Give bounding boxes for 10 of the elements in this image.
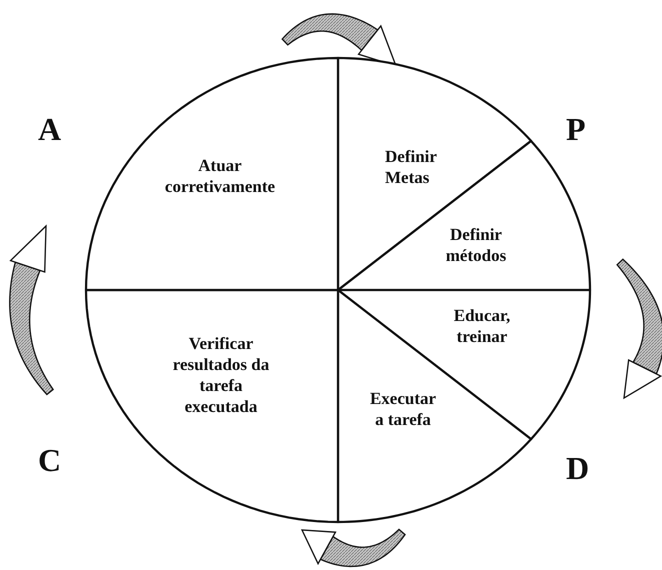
phase-letter: C	[38, 443, 62, 477]
sector-label: Definir métodos	[444, 224, 508, 266]
phase-letter: D	[566, 451, 590, 485]
sector-label: Definir Metas	[385, 146, 438, 188]
sector-label: Educar, treinar	[452, 305, 512, 347]
phase-letter: P	[566, 112, 586, 146]
phase-letter: A	[38, 112, 62, 146]
sector-label: Executar a tarefa	[368, 388, 438, 430]
sector-label: Verificar resultados da tarefa executada	[172, 333, 270, 417]
sector-label: Atuar corretivamente	[164, 155, 276, 197]
